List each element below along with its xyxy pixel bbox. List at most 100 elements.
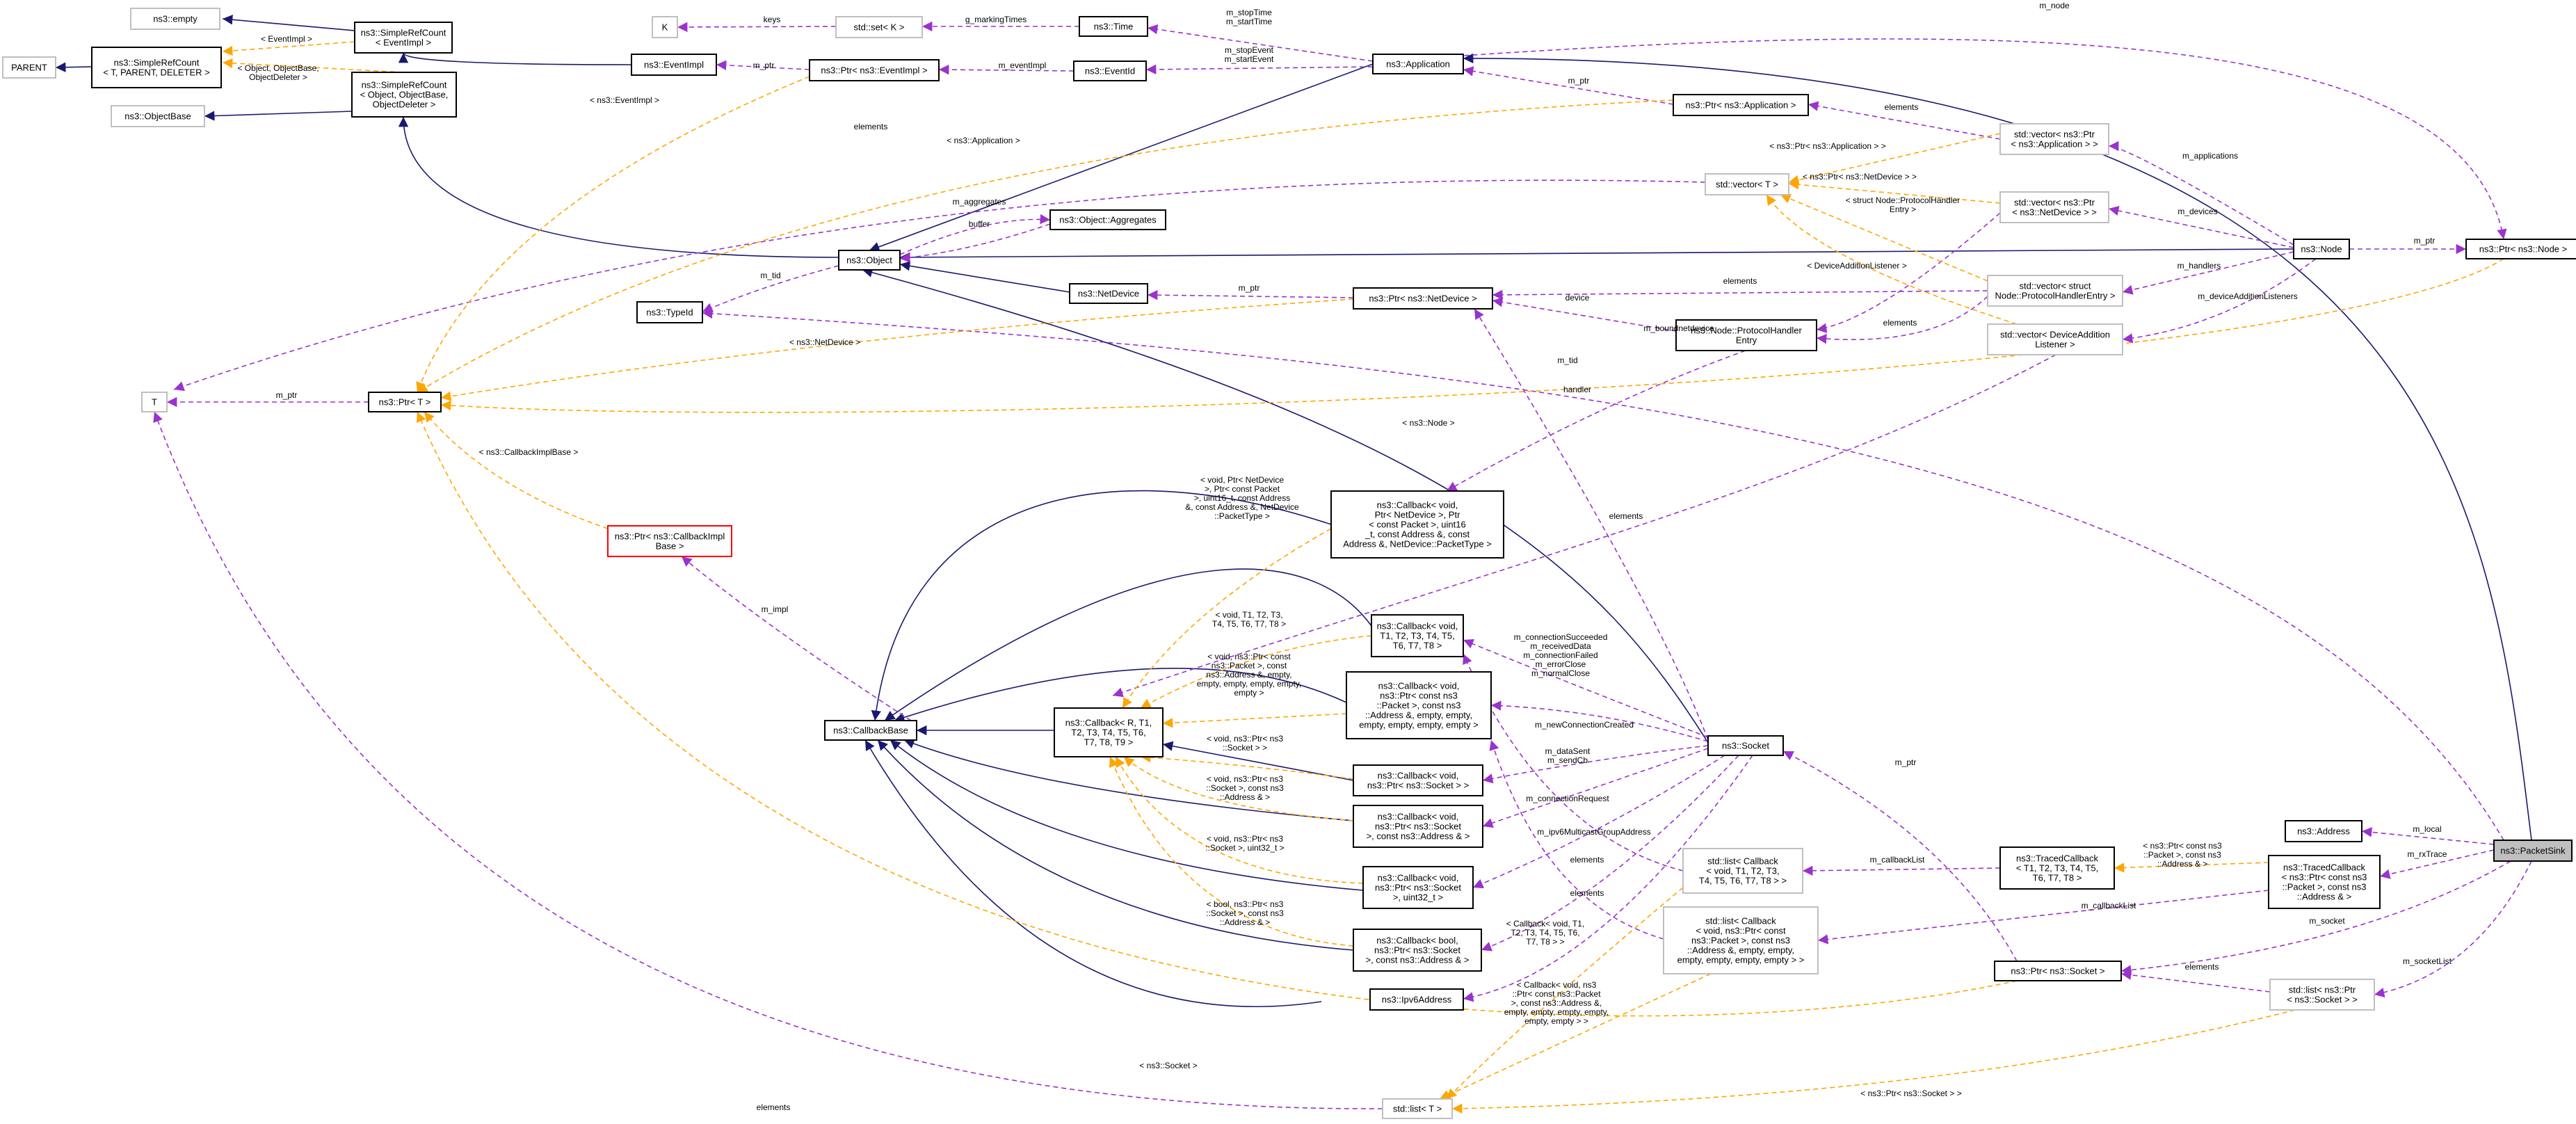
node-label: Node::ProtocolHandlerEntry > — [1995, 291, 2115, 301]
edge-label-m-connectionRequest: m_connectionRequest — [1526, 794, 1609, 803]
node-ptr-netdevice[interactable]: ns3::Ptr< ns3::NetDevice > — [1353, 287, 1493, 310]
edge-label-m-ptr-app: m_ptr — [1568, 76, 1590, 86]
node-vec-handler[interactable]: std::vector< structNode::ProtocolHandler… — [1987, 275, 2123, 307]
node-list-cb8[interactable]: std::list< Callback< void, T1, T2, T3,T4… — [1682, 848, 1803, 894]
node-list-ptr-socket[interactable]: std::list< ns3::Ptr< ns3::Socket > > — [2269, 979, 2375, 1011]
node-parent[interactable]: PARENT — [2, 56, 56, 79]
node-box — [1999, 191, 2109, 223]
node-vec-ptr-app[interactable]: std::vector< ns3::Ptr< ns3::Application … — [1999, 123, 2109, 155]
tmpl-edge — [1766, 194, 2018, 325]
node-traced-pkt[interactable]: ns3::TracedCallback< ns3::Ptr< const ns3… — [2268, 855, 2381, 909]
edge-label-text: ::Address & > — [1220, 792, 1270, 802]
node-K[interactable]: K — [652, 16, 678, 38]
node-box — [838, 250, 901, 271]
edge-label-lt-cbvoid8: < Callback< void, T1,T2, T3, T4, T5, T6,… — [1506, 919, 1585, 947]
node-time[interactable]: ns3::Time — [1079, 16, 1148, 37]
node-cb-sock[interactable]: ns3::Callback< void,ns3::Ptr< ns3::Socke… — [1353, 764, 1483, 796]
node-application[interactable]: ns3::Application — [1372, 54, 1464, 74]
node-traced8[interactable]: ns3::TracedCallback< T1, T2, T3, T4, T5,… — [1999, 846, 2115, 890]
node-set-k[interactable]: std::set< K > — [835, 16, 923, 38]
node-object[interactable]: ns3::Object — [838, 250, 901, 271]
node-handler-entry[interactable]: ns3::Node::ProtocolHandlerEntry — [1675, 319, 1817, 351]
tmpl-edge — [2114, 862, 2269, 873]
node-label: std::list< T > — [1393, 1104, 1442, 1114]
node-aggregates[interactable]: ns3::Object::Aggregates — [1049, 209, 1166, 230]
node-T[interactable]: T — [141, 392, 168, 412]
node-cb-void8[interactable]: ns3::Callback< void,T1, T2, T3, T4, T5,T… — [1371, 614, 1464, 657]
node-label: ns3::Object — [846, 255, 892, 266]
node-ptr-eventimpl[interactable]: ns3::Ptr< ns3::EventImpl > — [809, 59, 940, 81]
node-netdevice[interactable]: ns3::NetDevice — [1069, 283, 1148, 304]
node-src-object[interactable]: ns3::SimpleRefCount< Object, ObjectBase,… — [351, 72, 457, 118]
inherit-edge — [899, 248, 2294, 263]
node-label: std::list< Callback — [1705, 916, 1776, 926]
edge-label-lt-netdev-cb: < void, Ptr< NetDevice>, Ptr< const Pack… — [1185, 475, 1299, 521]
tmpl-edge — [417, 99, 1674, 393]
node-box — [368, 392, 442, 412]
node-eventid[interactable]: ns3::EventId — [1073, 61, 1147, 81]
edge-label-m-ptr-nd: m_ptr — [1239, 283, 1260, 293]
use-edge — [2122, 251, 2294, 295]
edge-label-text: < ns3::NetDevice > — [789, 337, 860, 347]
edge-label-lt-eventimpl-2: < ns3::EventImpl > — [590, 95, 659, 105]
node-typeid[interactable]: ns3::TypeId — [636, 301, 703, 323]
edge-label-lt-ptr-socket: < ns3::Ptr< ns3::Socket > > — [1860, 1089, 1961, 1098]
use-edge — [899, 214, 1051, 255]
node-node[interactable]: ns3::Node — [2293, 239, 2350, 259]
node-ptr-socket[interactable]: ns3::Ptr< ns3::Socket > — [1994, 961, 2122, 981]
node-vec-listener[interactable]: std::vector< DeviceAdditionListener > — [1987, 323, 2123, 355]
node-label: ns3::Socket — [1722, 741, 1769, 751]
node-label: ns3::Callback< void, — [1377, 500, 1458, 511]
inherit-edge — [889, 739, 1364, 891]
tmpl-edge — [1780, 193, 1988, 282]
node-label: < ns3::Application > > — [2011, 139, 2098, 150]
node-list-T[interactable]: std::list< T > — [1382, 1098, 1453, 1119]
node-box — [1369, 988, 1464, 1011]
node-cb-bool[interactable]: ns3::Callback< bool,ns3::Ptr< ns3::Socke… — [1353, 929, 1482, 972]
edge-label-lt-sock-addr: < void, ns3::Ptr< ns3::Socket >, const n… — [1206, 774, 1284, 802]
node-label: ns3::Address — [2297, 826, 2350, 837]
node-box — [1707, 735, 1784, 756]
edge-label-elements-nd: elements — [1723, 276, 1757, 286]
node-label: T7, T8, T9 > — [1084, 737, 1134, 748]
node-objectbase[interactable]: ns3::ObjectBase — [111, 105, 205, 127]
node-cb-R[interactable]: ns3::Callback< R, T1,T2, T3, T4, T5, T6,… — [1054, 707, 1164, 757]
node-ptr-T[interactable]: ns3::Ptr< T > — [368, 392, 442, 412]
edge-label-lt-traced: < ns3::Ptr< const ns3::Packet >, const n… — [2143, 841, 2222, 869]
node-list-cb-pkt[interactable]: std::list< Callback< void, ns3::Ptr< con… — [1663, 906, 1819, 974]
node-cb-sock-addr[interactable]: ns3::Callback< void,ns3::Ptr< ns3::Socke… — [1353, 805, 1483, 848]
node-vec-ptr-nd[interactable]: std::vector< ns3::Ptr< ns3::NetDevice > … — [1999, 191, 2109, 223]
edge-label-device: device — [1565, 293, 1590, 303]
edge-label-text: m_ptr — [1895, 757, 1917, 767]
node-src-eventimpl[interactable]: ns3::SimpleRefCount< EventImpl > — [354, 22, 453, 54]
node-label: < ns3::NetDevice > > — [2012, 207, 2097, 218]
node-empty[interactable]: ns3::empty — [130, 8, 220, 30]
node-vec-T[interactable]: std::vector< T > — [1705, 173, 1789, 195]
node-box — [2, 56, 56, 79]
node-ptr-application[interactable]: ns3::Ptr< ns3::Application > — [1673, 94, 1809, 116]
node-ptr-node[interactable]: ns3::Ptr< ns3::Node > — [2465, 239, 2576, 259]
edge-label-lt-application: < ns3::Application > — [947, 136, 1020, 145]
node-cb-pkt[interactable]: ns3::Callback< void,ns3::Ptr< const ns3:… — [1346, 671, 1492, 739]
node-eventimpl[interactable]: ns3::EventImpl — [631, 54, 717, 76]
inherit-edge — [222, 15, 355, 31]
node-label: ns3::Ptr< ns3::Socket — [1375, 883, 1461, 893]
node-ptr-cbimpl[interactable]: ns3::Ptr< ns3::CallbackImplBase > — [607, 525, 732, 557]
node-cb-sock-u32[interactable]: ns3::Callback< void,ns3::Ptr< ns3::Socke… — [1362, 866, 1474, 909]
node-socket[interactable]: ns3::Socket — [1707, 735, 1784, 756]
tmpl-edge — [1122, 528, 1332, 709]
node-packetsink[interactable]: ns3::PacketSink — [2493, 840, 2573, 862]
node-address[interactable]: ns3::Address — [2285, 820, 2362, 842]
node-box — [2269, 979, 2375, 1011]
node-ipv6[interactable]: ns3::Ipv6Address — [1369, 988, 1464, 1011]
edge-label-text: >, const ns3::Address &, — [1511, 998, 1602, 1008]
use-edge — [173, 179, 1706, 392]
node-label: T2, T3, T4, T5, T6, — [1071, 728, 1145, 738]
use-edge — [702, 308, 2504, 841]
tmpl-edge — [1446, 887, 1684, 1100]
node-label: ns3::Ptr< ns3::NetDevice > — [1369, 294, 1476, 304]
use-edge — [677, 22, 837, 33]
node-cb-netdev[interactable]: ns3::Callback< void,Ptr< NetDevice >, Pt… — [1330, 490, 1504, 559]
node-callbackbase[interactable]: ns3::CallbackBase — [824, 720, 917, 741]
node-src-triple[interactable]: ns3::SimpleRefCount< T, PARENT, DELETER … — [91, 47, 222, 88]
